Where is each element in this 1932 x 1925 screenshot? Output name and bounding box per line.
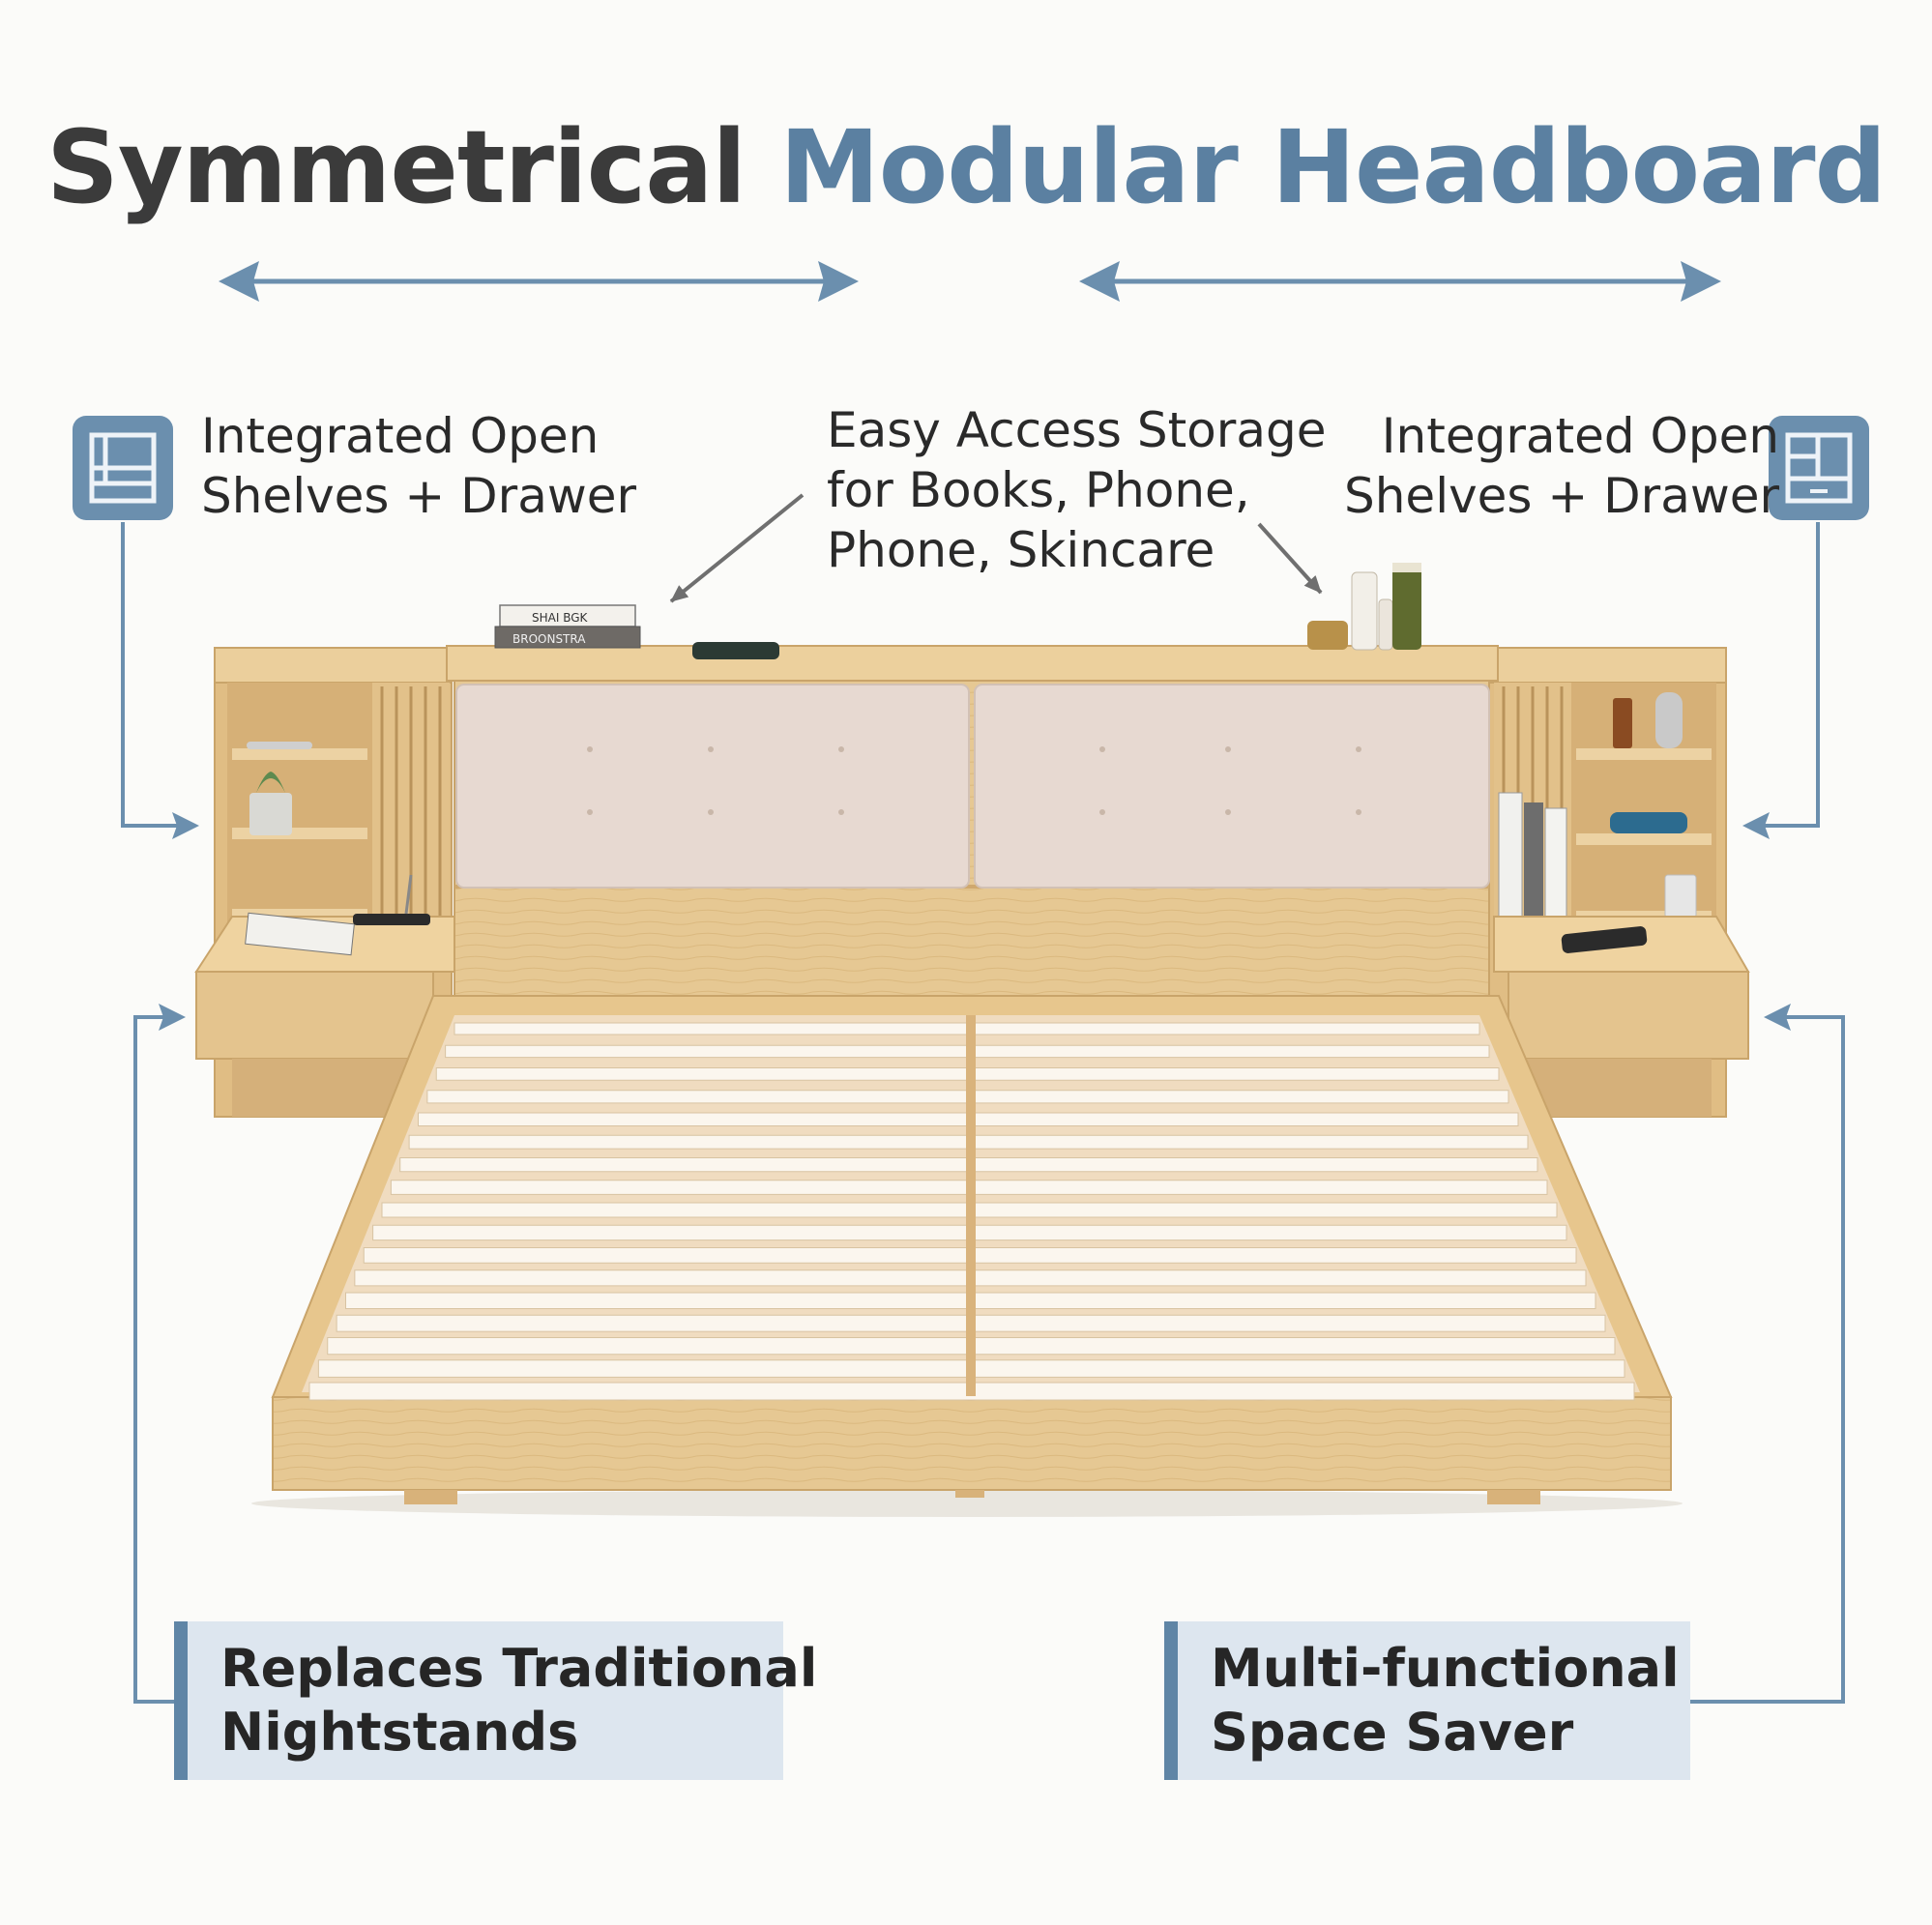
title-part-1: Symmetrical [45,108,746,226]
left-feature-label: Integrated Open Shelves + Drawer [201,408,637,524]
book-spine-bottom: BROONSTRA [512,632,586,646]
right-nightstand [1493,916,1750,1117]
page-title: Symmetrical Modular Headboard [0,108,1932,226]
upholstered-panel-left [455,684,970,889]
right-feature-label: Integrated Open Shelves + Drawer [1344,408,1780,524]
title-part-2: Modular Headboard [779,108,1887,226]
width-arrow-right [1079,261,1721,302]
connector-left-bottom [133,1004,186,1704]
connector-right-top [1742,522,1820,839]
right-headboard-cabinet [1488,647,1727,1118]
connector-right-bottom [1690,1004,1845,1704]
shelf-drawer-icon [73,416,173,520]
book-spine-top: SHAI BGK [532,611,589,625]
width-arrow-left [219,261,859,302]
pointer-arrow-left [669,493,805,603]
connector-left-top [121,522,199,839]
upholstered-panel-right [974,684,1490,889]
center-feature-label: Easy Access Storage for Books, Phone, Ph… [827,402,1327,578]
callout-space-saver: Multi-functional Space Saver [1164,1621,1690,1780]
skincare-bottles [1307,563,1421,651]
left-nightstand [194,874,455,1117]
books-on-headboard: SHAI BGK BROONSTRA [494,604,641,649]
shelf-drawer-icon [1769,416,1869,520]
bed-frame [271,995,1673,1504]
pointer-arrow-right [1257,522,1323,595]
phone-on-headboard [692,642,779,659]
callout-replaces-nightstands: Replaces Traditional Nightstands [174,1621,817,1780]
